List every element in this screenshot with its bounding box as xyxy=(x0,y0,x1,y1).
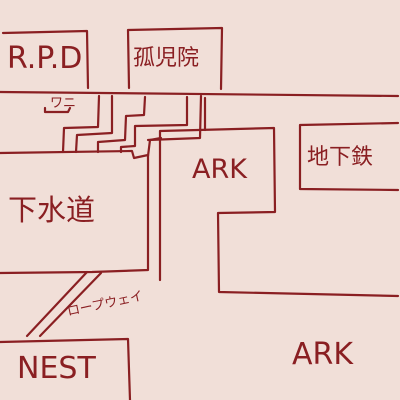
subway-label: 地下鉄 xyxy=(307,145,374,170)
connector-line-2 xyxy=(74,94,114,154)
orphanage-label: 孤児院 xyxy=(133,46,200,71)
rpd-box xyxy=(1,29,90,90)
connector-line-5 xyxy=(146,94,203,142)
main-road xyxy=(0,90,400,98)
ark-upper-outline xyxy=(158,126,400,298)
ark-upper-label: ARK xyxy=(192,154,247,185)
ropeway-line-1 xyxy=(25,270,89,338)
wani-label: ワニ xyxy=(50,96,77,111)
connector-line-1 xyxy=(61,94,101,154)
connector-line-3 xyxy=(96,95,147,154)
nest-label: NEST xyxy=(17,351,96,386)
orphanage-box xyxy=(126,26,224,91)
rpd-label: R.P.D xyxy=(7,41,83,76)
corridor-left xyxy=(146,136,163,158)
subway-box xyxy=(298,121,400,192)
sewer-label: 下水道 xyxy=(8,193,96,227)
ark-lower-label: ARK xyxy=(292,337,354,372)
wani-line-left xyxy=(43,106,72,114)
ropeway-line-2 xyxy=(38,271,103,338)
nest-box xyxy=(0,337,132,400)
connector-line-4 xyxy=(119,95,189,154)
